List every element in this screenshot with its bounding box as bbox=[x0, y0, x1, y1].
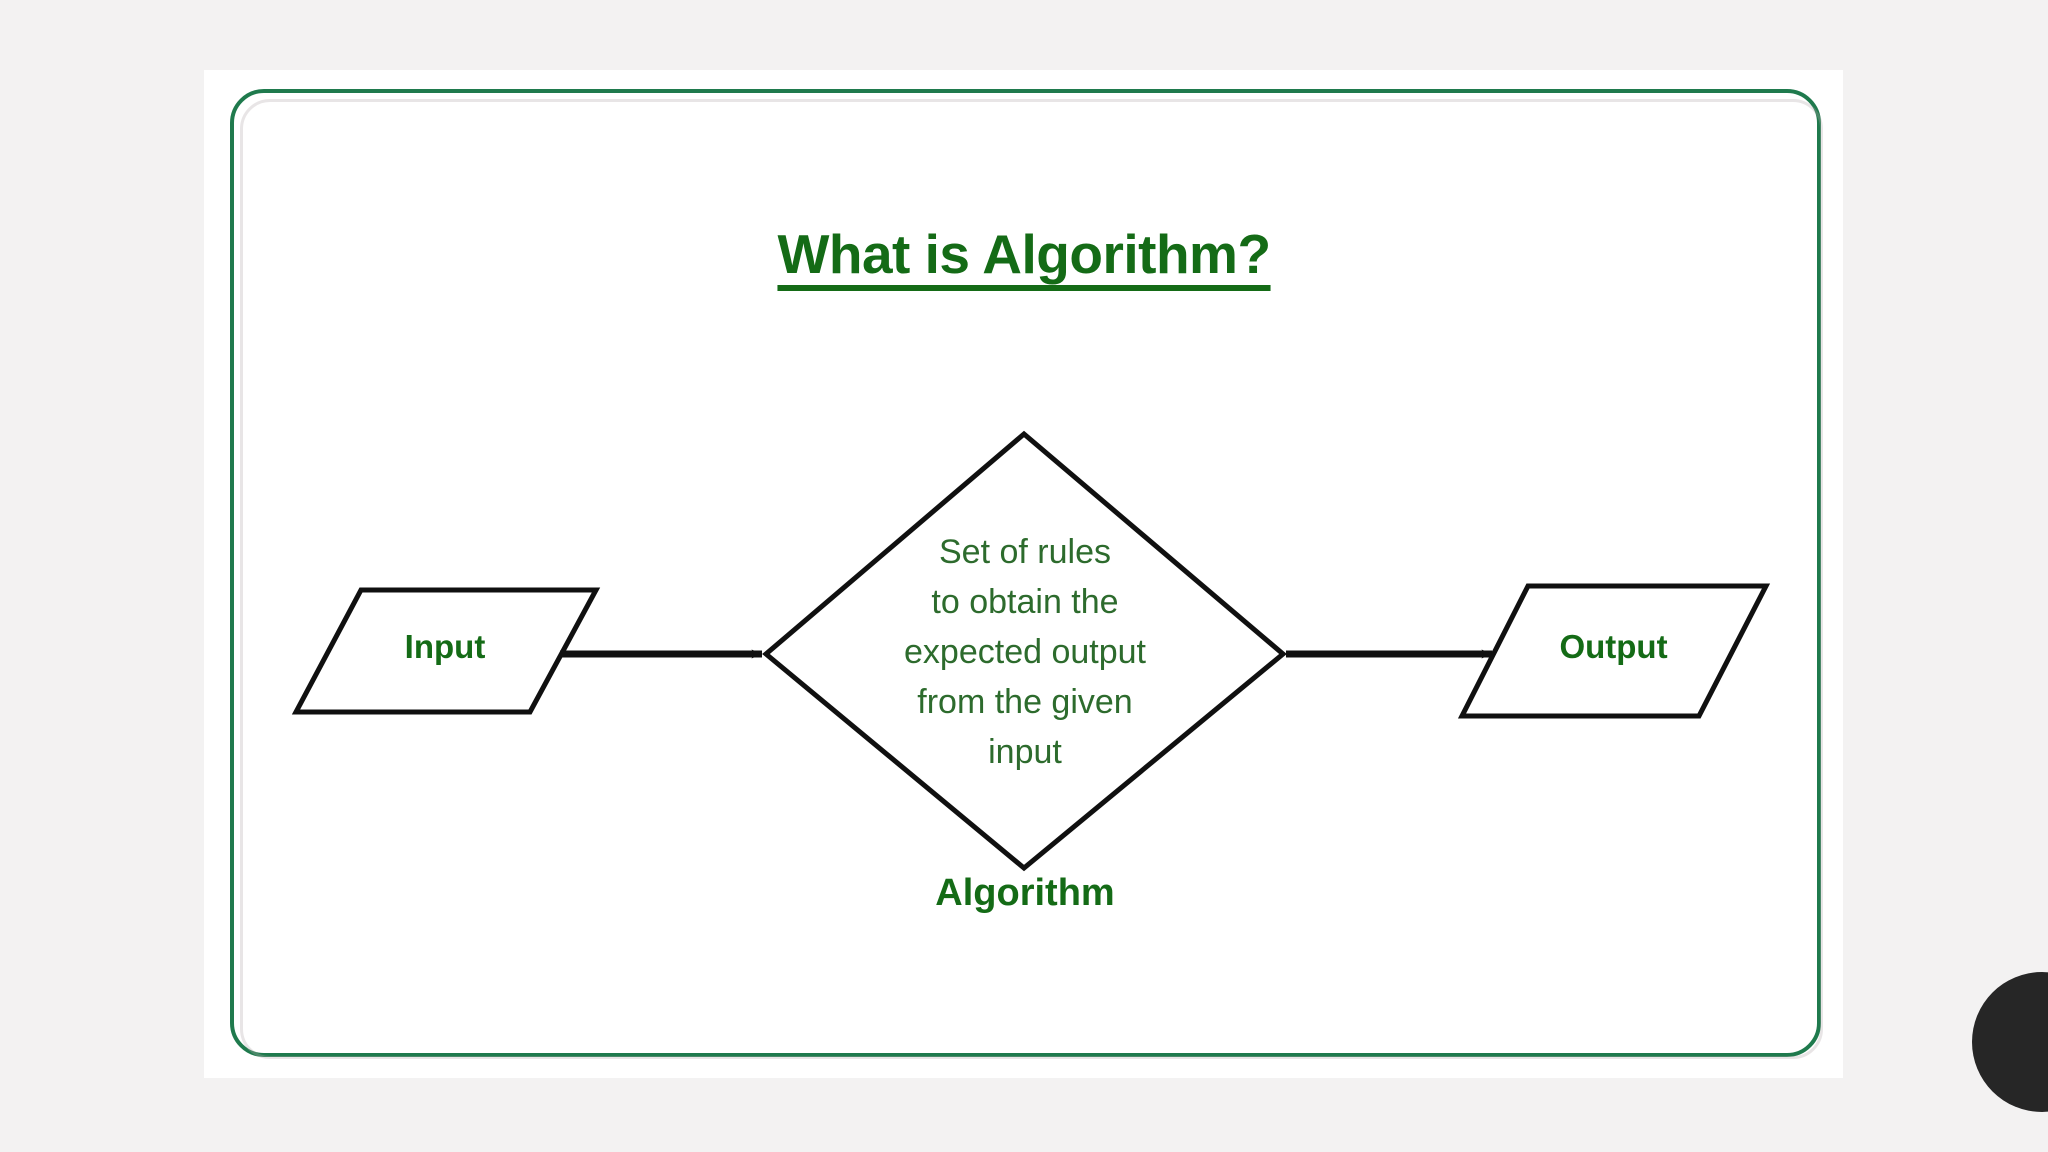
slide-card bbox=[204, 70, 1843, 1078]
